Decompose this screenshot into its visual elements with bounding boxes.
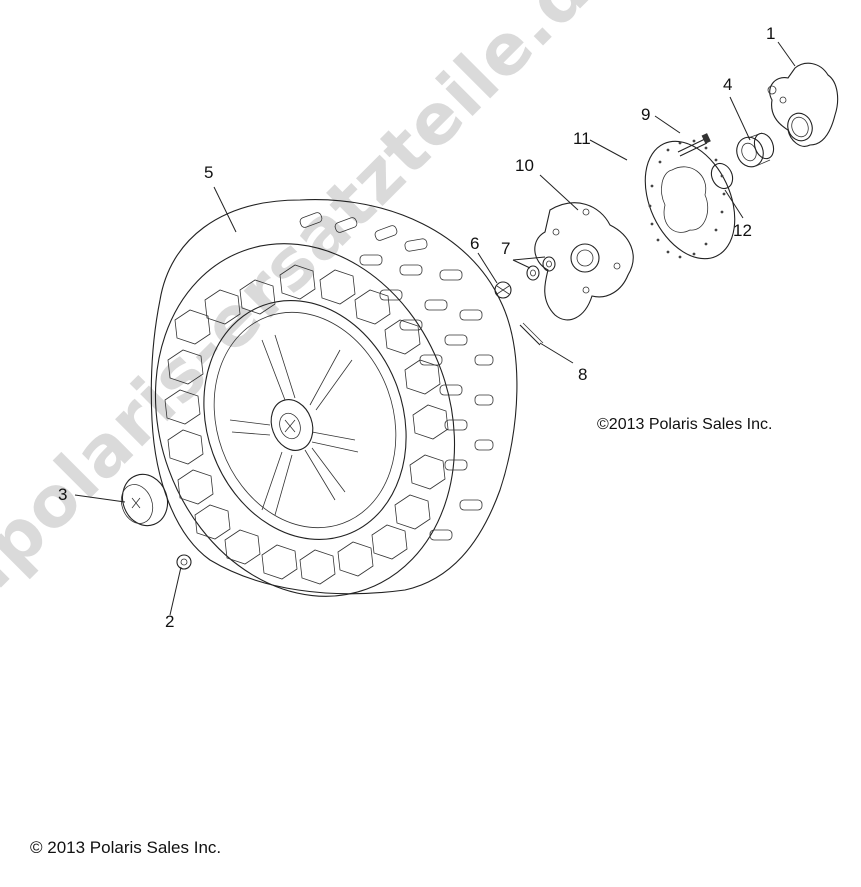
- callout-11[interactable]: 11: [573, 129, 591, 148]
- callout-6[interactable]: 6: [470, 234, 480, 253]
- callout-4[interactable]: 4: [723, 75, 733, 94]
- axle-nut-part[interactable]: [494, 281, 512, 299]
- callout-10[interactable]: 10: [515, 156, 534, 175]
- retaining-ring-part[interactable]: [707, 160, 736, 192]
- steering-knuckle-part[interactable]: [767, 62, 839, 147]
- wheel-tire-assembly-part[interactable]: [107, 199, 518, 639]
- callout-7[interactable]: 7: [501, 239, 511, 258]
- callout-2[interactable]: 2: [165, 612, 175, 631]
- wheel-stud-part[interactable]: [677, 133, 711, 157]
- callout-9[interactable]: 9: [641, 105, 651, 124]
- leader-lines: [74, 41, 796, 616]
- copyright-notice-right: ©2013 Polaris Sales Inc.: [597, 416, 773, 433]
- washers-part[interactable]: [526, 256, 556, 281]
- wheel-hub-part[interactable]: [534, 202, 634, 321]
- callout-3[interactable]: 3: [58, 485, 68, 504]
- hub-cap-part[interactable]: [115, 468, 174, 532]
- callout-5[interactable]: 5: [204, 163, 214, 182]
- lug-nut-part[interactable]: [176, 554, 192, 570]
- brake-disc-part[interactable]: [628, 127, 753, 273]
- callout-12[interactable]: 12: [733, 221, 752, 240]
- callout-1[interactable]: 1: [766, 24, 776, 43]
- wheel-bearing-part[interactable]: [733, 131, 777, 171]
- copyright-notice-bottom: © 2013 Polaris Sales Inc.: [30, 838, 222, 857]
- callout-8[interactable]: 8: [578, 365, 588, 384]
- cotter-pin-part[interactable]: [519, 322, 544, 346]
